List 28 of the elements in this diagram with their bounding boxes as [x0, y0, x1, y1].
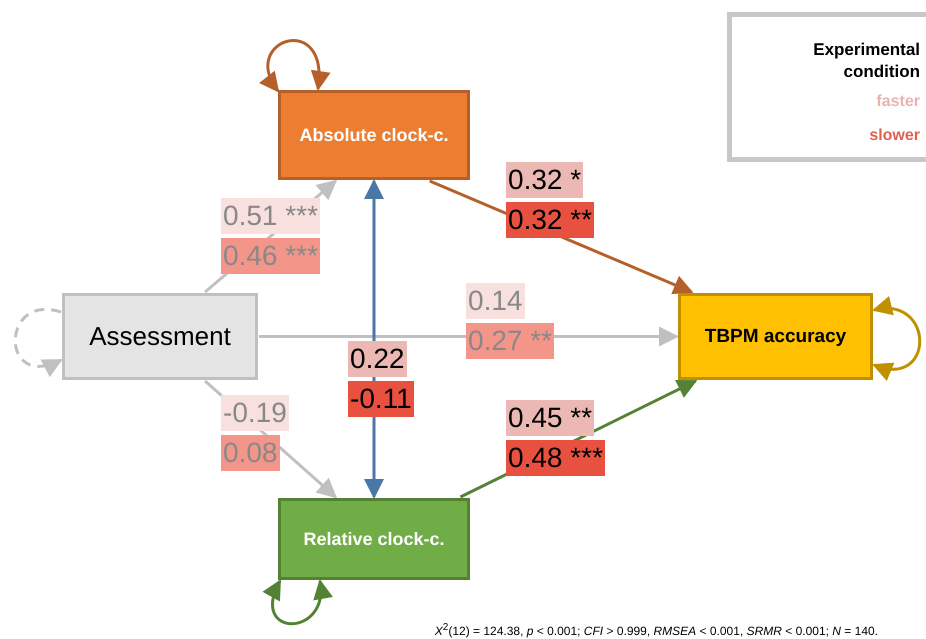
variable-box — [62, 293, 258, 380]
coefficient-label: -0.11 — [348, 381, 414, 417]
coefficient-label: 0.22 — [348, 341, 406, 377]
coefficient-label: 0.32 * — [506, 162, 584, 198]
legend-title: Experimental condition — [812, 39, 920, 83]
coefficient-label: 0.48 *** — [506, 440, 605, 476]
legend-entry: faster — [876, 93, 920, 111]
variable-name: TBPM accuracy — [704, 326, 846, 348]
coefficient-label: 0.51 *** — [221, 198, 320, 234]
coefficient-label: 0.45 ** — [506, 400, 594, 436]
variance-loop-arrow — [260, 39, 329, 93]
outcome-box — [678, 293, 873, 380]
variable-name: Relative clock-c. — [303, 528, 445, 550]
coefficient-label: 0.27 ** — [466, 323, 554, 359]
legend-entry: slower — [869, 127, 920, 145]
coefficient-label: -0.19 — [221, 395, 289, 431]
variable-box — [278, 498, 470, 580]
coefficient-label: 0.14 — [466, 283, 524, 319]
coefficient-label: 0.46 *** — [221, 238, 320, 274]
variance-loop-arrow — [264, 579, 331, 626]
coefficient-label: 0.32 ** — [506, 202, 594, 238]
variable-box — [278, 90, 470, 180]
variable-name: Assessment — [89, 321, 231, 352]
variance-loop-arrow — [14, 308, 63, 376]
coefficient-label: 0.08 — [221, 435, 280, 471]
fit-statistics-caption: X$^{2}$(12) = 124.38, p < 0.001; CFI > 0.999, RMSEA < 0.001, SRMR < 0.001; N = 140. — [434, 624, 878, 638]
variance-loop-arrow — [872, 298, 922, 380]
variable-name: Absolute clock-c. — [299, 124, 449, 146]
